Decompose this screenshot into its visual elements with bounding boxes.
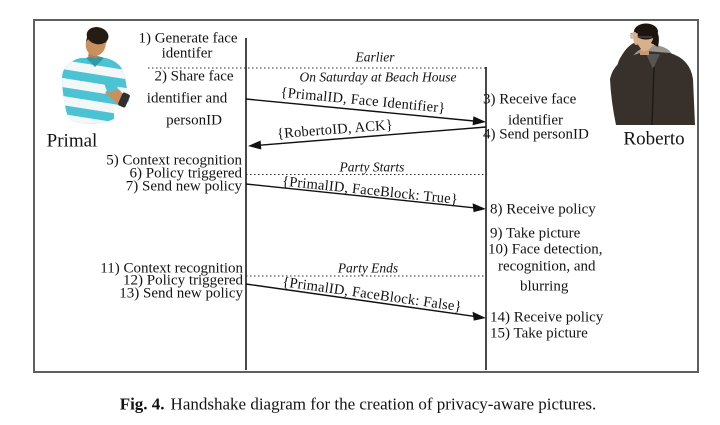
step-10-line-1: 10) Face detection, [488,241,603,258]
step-8: 8) Receive policy [490,201,596,218]
arrow-face-identifier-head [472,116,486,126]
figure-caption-text: Handshake diagram for the creation of pr… [170,394,597,414]
step-5: 5) Context recognition [106,152,242,169]
step-6: 6) Policy triggered [129,165,242,182]
step-10-line-2: recognition, and [498,258,596,275]
primal-sleeve [104,79,118,93]
roberto-raised-arm [617,42,641,85]
arrow-ack-head [248,140,262,150]
step-10-line-3: blurring [520,278,569,295]
actor-label-primal: Primal [46,130,98,152]
step-2-line-1: 2) Share face [154,68,234,85]
roberto-zipper [651,66,655,126]
step-12: 12) Policy triggered [123,272,243,289]
lifelines [245,38,487,370]
step-3-line-2: identifier [508,112,563,129]
arrow-faceblock-true-head [472,203,486,213]
figure-caption: Fig. 4.Handshake diagram for the creatio… [120,396,597,413]
roberto-finger [632,31,639,45]
step-1-line-1: 1) Generate face [138,30,238,47]
roberto-photo [610,23,695,126]
phase-label-party-starts: Party Starts [339,159,405,175]
primal-photo [62,27,130,124]
primal-head [85,27,109,59]
arrow-faceblock-true-line [245,183,475,209]
arrow-face-identifier-line [245,98,475,122]
message-arrows [245,98,487,321]
step-11: 11) Context recognition [100,260,243,277]
arrow-faceblock-false-line [245,283,475,317]
step-14: 14) Receive policy [490,309,604,326]
roberto-shirt [646,54,660,69]
roberto-hoodie [610,51,695,125]
step-9: 9) Take picture [490,225,581,242]
arrow-faceblock-false-head [472,311,486,321]
primal-phone [118,92,130,108]
phase-label-earlier: Earlier [355,49,395,65]
arrow-ack-line [259,126,487,146]
step-1-line-2: identifer [161,45,213,62]
step-3-line-1: 3) Receive face [483,91,577,108]
actor-label-roberto: Roberto [623,128,685,150]
step-13: 13) Send new policy [119,285,243,302]
primal-collar [86,56,104,67]
figure-caption-label: Fig. 4. [119,394,165,414]
phase-label-party-ends: Party Ends [337,260,399,276]
step-7: 7) Send new policy [125,178,242,195]
step-15: 15) Take picture [490,325,588,342]
phase-separator-lines [148,67,486,277]
step-4: 4) Send personID [483,126,589,143]
phase-label-saturday: On Saturday at Beach House [299,69,457,85]
step-2-line-2: identifier and [146,90,228,107]
step-2-line-3: personID [166,112,222,129]
